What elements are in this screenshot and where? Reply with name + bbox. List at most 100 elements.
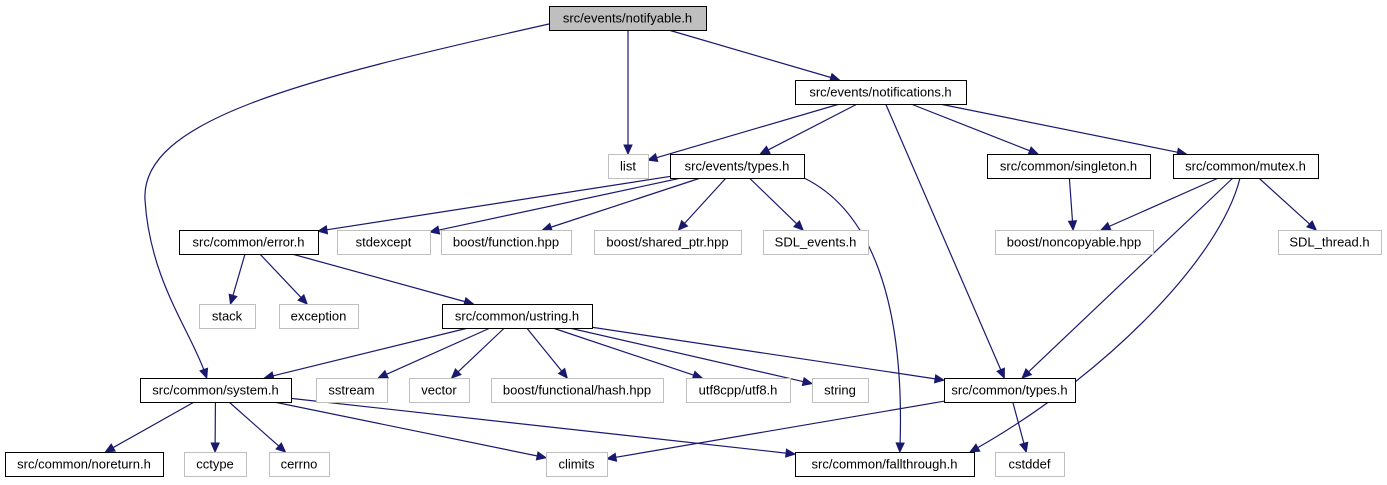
node-ustring[interactable]: src/common/ustring.h (442, 304, 593, 329)
edge-error-to-ustring (291, 253, 475, 307)
node-label: src/common/types.h (951, 383, 1067, 398)
edge-ustring-to-vector (450, 327, 505, 379)
node-sdl_thread: SDL_thread.h (1278, 230, 1382, 255)
node-label: src/events/types.h (685, 159, 790, 174)
node-boost_hash: boost/functional/hash.hpp (491, 378, 664, 403)
node-box (670, 154, 805, 179)
edge-events_types-to-stdexcept (428, 177, 682, 235)
edge-notifications-to-list (646, 103, 840, 163)
edge-mutex-to-boost_noncopyable (1099, 177, 1219, 231)
node-label: list (620, 159, 636, 174)
node-box (1278, 230, 1382, 255)
node-notifyable[interactable]: src/events/notifyable.h (549, 6, 707, 31)
edge-arrowhead (801, 376, 814, 387)
node-label: cstddef (1009, 457, 1051, 472)
edge-arrowhead (1019, 441, 1029, 454)
node-label: cerrno (281, 457, 318, 472)
edge-system-to-noreturn (104, 401, 195, 453)
node-sdl_events: SDL_events.h (763, 230, 869, 255)
edge-arrowhead (316, 225, 329, 235)
node-box (409, 378, 470, 403)
node-box (763, 230, 869, 255)
node-boost_function: boost/function.hpp (441, 230, 572, 255)
edge-arrowhead (428, 225, 441, 235)
edge-notifications-to-common_types (885, 103, 1005, 380)
edge-arrowhead (1027, 146, 1040, 155)
node-label: climits (558, 457, 595, 472)
node-fallthrough[interactable]: src/common/fallthrough.h (795, 452, 975, 477)
edge-error-to-exception (259, 253, 308, 305)
edge-notifyable-to-list (623, 30, 633, 156)
node-label: string (824, 383, 856, 398)
edge-arrowhead (228, 293, 238, 306)
node-label: utf8cpp/utf8.h (699, 383, 778, 398)
edge-notifications-to-events_types (759, 103, 858, 155)
node-boost_noncopyable: boost/noncopyable.hpp (995, 230, 1154, 255)
node-box (812, 378, 869, 403)
edge-arrowhead (1067, 220, 1078, 232)
node-label: exception (291, 309, 347, 324)
node-box (608, 154, 649, 179)
edge-arrowhead (104, 443, 116, 453)
node-exception: exception (279, 304, 359, 329)
edge-notifications-to-singleton (910, 103, 1040, 155)
edge-system-to-fallthrough (290, 397, 797, 458)
node-box (179, 230, 319, 255)
node-box (995, 452, 1065, 477)
edge-mutex-to-sdl_thread (1258, 177, 1318, 231)
node-label: src/events/notifications.h (809, 85, 951, 100)
node-box (199, 304, 256, 329)
node-box (944, 378, 1076, 403)
node-box (316, 378, 388, 403)
edge-error-to-stack (228, 253, 246, 306)
node-noreturn[interactable]: src/common/noreturn.h (5, 452, 164, 477)
node-events_types[interactable]: src/events/types.h (670, 154, 805, 179)
edge-ustring-to-common_types (591, 326, 946, 384)
edge-common_types-to-cstddef (1012, 401, 1029, 454)
node-singleton[interactable]: src/common/singleton.h (987, 154, 1151, 179)
node-box (549, 6, 707, 31)
node-box (5, 452, 164, 477)
edge-arrowhead (541, 222, 553, 232)
edge-system-to-cctype (210, 401, 220, 454)
edge-system-to-climits (273, 401, 548, 461)
edge-ustring-to-utf8 (552, 327, 704, 380)
edge-notifyable-to-system (144, 23, 550, 380)
node-notifications[interactable]: src/events/notifications.h (795, 80, 967, 105)
node-box (795, 80, 967, 105)
node-label: stack (212, 309, 243, 324)
edge-events_types-to-boost_function (541, 177, 701, 232)
node-mutex[interactable]: src/common/mutex.h (1173, 154, 1319, 179)
node-box (1173, 154, 1319, 179)
node-error[interactable]: src/common/error.h (179, 230, 319, 255)
edge-system-to-cerrno (228, 401, 287, 453)
edge-arrowhead (297, 293, 308, 305)
node-label: src/common/fallthrough.h (812, 457, 958, 472)
node-label: boost/function.hpp (453, 235, 559, 250)
node-string: string (812, 378, 869, 403)
node-common_types[interactable]: src/common/types.h (944, 378, 1076, 403)
edge-arrowhead (1099, 221, 1112, 231)
node-box (491, 378, 664, 403)
node-boost_shared_ptr: boost/shared_ptr.hpp (594, 230, 742, 255)
edge-mutex-to-common_types (1021, 177, 1234, 379)
edge-arrowhead (450, 368, 462, 379)
node-system[interactable]: src/common/system.h (140, 378, 292, 403)
edge-events_types-to-fallthrough (803, 177, 905, 454)
node-box (987, 154, 1151, 179)
edge-arrowhead (895, 442, 905, 454)
node-box (686, 378, 791, 403)
edge-arrowhead (377, 369, 389, 379)
node-label: vector (421, 383, 457, 398)
edges-layer (104, 23, 1318, 462)
node-climits: climits (546, 452, 608, 477)
node-stdexcept: stdexcept (337, 230, 431, 255)
edge-arrowhead (646, 152, 659, 163)
edge-ustring-to-boost_hash (526, 327, 569, 379)
edge-arrowhead (677, 219, 689, 231)
edge-events_types-to-sdl_events (748, 177, 804, 231)
node-label: boost/shared_ptr.hpp (606, 235, 728, 250)
edge-arrowhead (996, 367, 1005, 380)
edge-arrowhead (605, 452, 618, 462)
